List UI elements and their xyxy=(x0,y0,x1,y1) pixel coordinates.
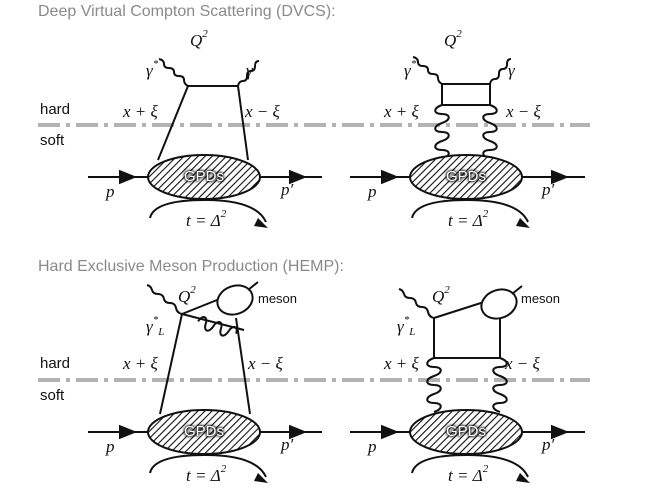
p-label-1: p xyxy=(106,182,115,201)
x-plus-xi-label-3: x + ξ xyxy=(123,354,158,373)
p-prime-label-4: p′ xyxy=(542,435,555,454)
meson-label-4: meson xyxy=(521,291,561,306)
t-label-2: t = Δ2 xyxy=(448,208,489,230)
hemp-gluon-diagram xyxy=(350,285,585,483)
x-minus-xi-label-3: x − ξ xyxy=(248,354,283,373)
gamma-l-label-3: γ*L xyxy=(146,314,165,338)
meson-label-3: meson xyxy=(258,291,298,306)
soft-label-dvcs: soft xyxy=(40,132,65,149)
hard-label-dvcs: hard xyxy=(40,101,71,118)
gamma-star-label-1: γ* xyxy=(146,58,159,80)
p-label-3: p xyxy=(106,437,115,456)
x-minus-xi-label-2: x − ξ xyxy=(506,102,541,121)
p-prime-label-3: p′ xyxy=(281,435,294,454)
p-prime-label-1: p′ xyxy=(281,180,294,199)
p-label-2: p xyxy=(368,182,377,201)
t-label-3: t = Δ2 xyxy=(186,463,227,485)
hard-label-hemp: hard xyxy=(40,355,71,372)
x-plus-xi-label-2: x + ξ xyxy=(384,102,419,121)
t-label-1: t = Δ2 xyxy=(186,208,227,230)
dvcs-nlo-diagram xyxy=(350,56,585,228)
hemp-heading: Hard Exclusive Meson Production (HEMP): xyxy=(38,258,344,275)
t-label-4: t = Δ2 xyxy=(448,463,489,485)
gamma-label-1: γ xyxy=(246,61,253,80)
dvcs-heading: Deep Virtual Compton Scattering (DVCS): xyxy=(38,3,336,20)
gamma-l-label-4: γ*L xyxy=(397,314,416,338)
gpds-label-3: GPDs xyxy=(184,423,225,440)
x-minus-xi-label-1: x − ξ xyxy=(245,102,280,121)
x-plus-xi-label-4: x + ξ xyxy=(384,354,419,373)
dvcs-lo-diagram xyxy=(88,58,322,228)
gpds-label-4: GPDs xyxy=(446,423,487,440)
hemp-quark-diagram xyxy=(88,281,322,483)
q2-label-2: Q2 xyxy=(444,28,462,50)
gamma-star-label-2: γ* xyxy=(404,58,417,80)
gamma-label-2: γ xyxy=(508,61,515,80)
q2-label-3: Q2 xyxy=(178,284,196,306)
gpds-label-1: GPDs xyxy=(184,168,225,185)
x-minus-xi-label-4: x − ξ xyxy=(505,354,540,373)
q2-label-1: Q2 xyxy=(190,28,208,50)
p-label-4: p xyxy=(368,437,377,456)
x-plus-xi-label-1: x + ξ xyxy=(123,102,158,121)
q2-label-4: Q2 xyxy=(432,284,450,306)
gpds-label-2: GPDs xyxy=(446,168,487,185)
p-prime-label-2: p′ xyxy=(542,180,555,199)
soft-label-hemp: soft xyxy=(40,387,65,404)
